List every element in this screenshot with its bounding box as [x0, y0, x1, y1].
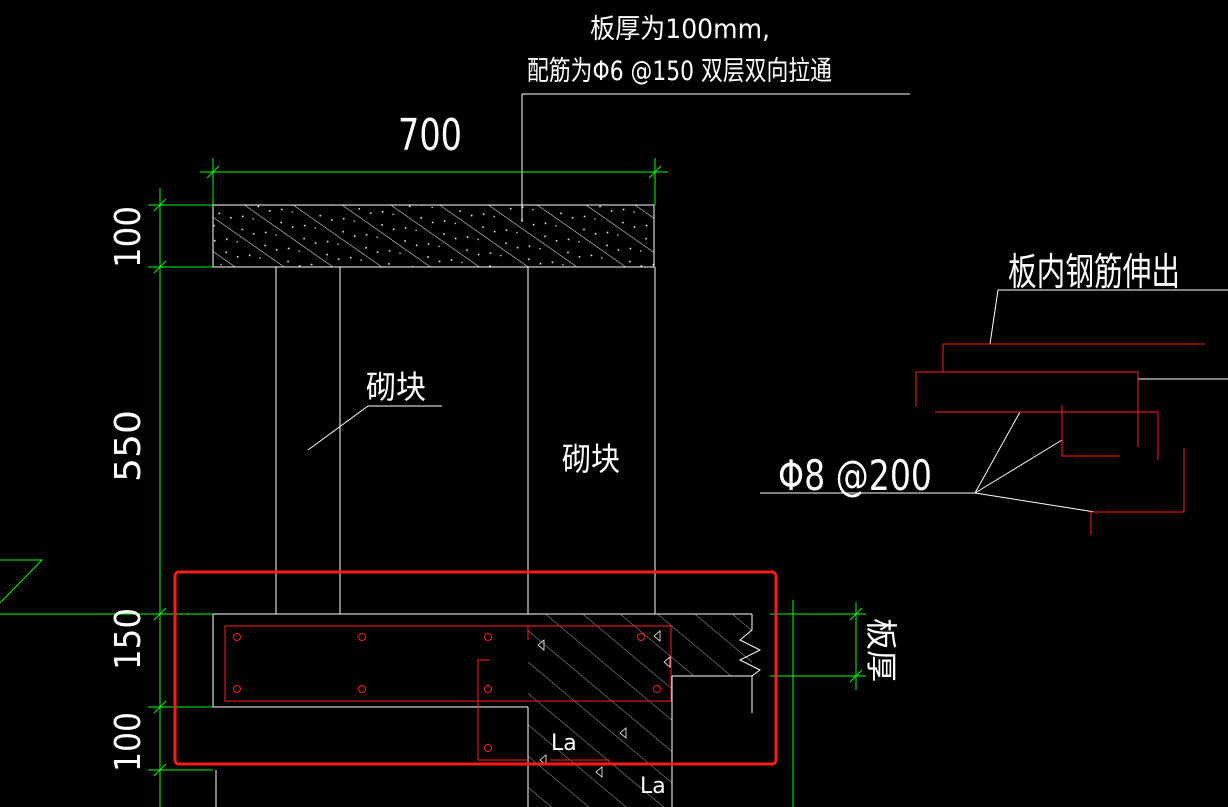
dim-h-beam: 150: [108, 608, 149, 670]
dim-h-bottom: 100: [108, 712, 149, 772]
beam-rebar: [224, 625, 672, 761]
slab-note-line1: 板厚为100mm,: [590, 14, 770, 45]
block-wall: [275, 267, 656, 614]
bottom-beam: [212, 613, 762, 807]
rebar-spec-label: Φ8 @200: [778, 451, 932, 500]
slab-note-line2: 配筋为Φ6 @150 双层双向拉通: [527, 56, 832, 87]
dim-width-top: 700: [398, 110, 462, 161]
top-note-leader: [521, 93, 910, 222]
rebar-out-label: 板内钢筋伸出: [1008, 250, 1180, 294]
top-slab: [212, 204, 655, 268]
block-label-left: 砌块: [366, 368, 426, 406]
dim-h-block: 550: [108, 410, 149, 482]
la-label-1: La: [551, 731, 577, 756]
slab-thickness-label: 板厚: [862, 618, 900, 682]
la-label-2: La: [640, 774, 666, 799]
dim-h-slab: 100: [108, 206, 149, 268]
block-leaders: [307, 405, 442, 451]
highlight-box: [173, 570, 778, 766]
rebar-detail: [760, 289, 1228, 535]
dimension-lines: [0, 158, 866, 807]
block-label-right: 砌块: [562, 440, 620, 478]
rebar-dots: [233, 633, 661, 752]
